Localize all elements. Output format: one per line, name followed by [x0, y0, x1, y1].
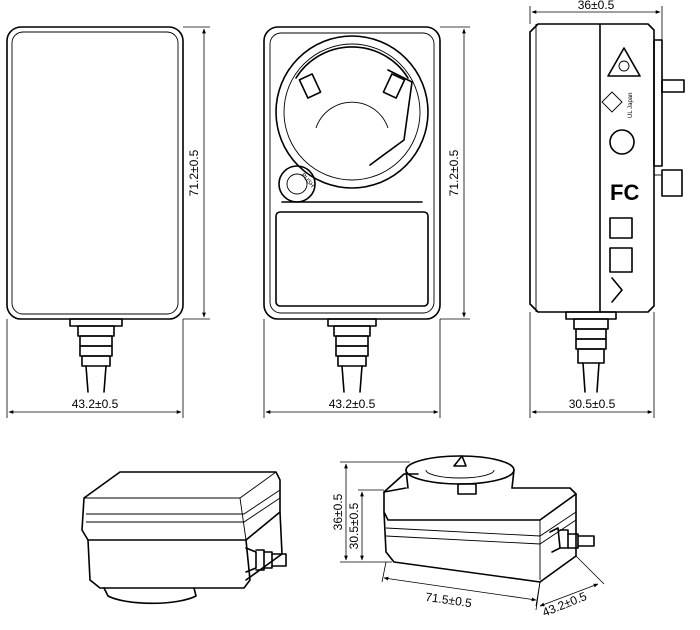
- iso-height-total-label: 36±0.5: [331, 493, 345, 530]
- isometric-view-right: [383, 455, 595, 583]
- front-width-label: 43.2±0.5: [72, 397, 119, 411]
- back-view: PUSH: [263, 26, 441, 393]
- isometric-view-left: [81, 471, 287, 605]
- iso-width-label: 43.2±0.5: [540, 589, 589, 620]
- front-view: [6, 26, 184, 393]
- ul-japan-label: UL Japan: [628, 93, 634, 118]
- front-width-dimension: 43.2±0.5: [6, 319, 184, 418]
- side-top-dimension: 36±0.5: [529, 0, 663, 40]
- back-width-label: 43.2±0.5: [329, 397, 376, 411]
- fcc-mark: FC: [610, 180, 639, 205]
- iso-height-body-dimension: 30.5±0.5: [347, 489, 384, 561]
- iso-height-body-label: 30.5±0.5: [347, 502, 361, 549]
- back-height-label: 71.2±0.5: [447, 149, 461, 196]
- side-top-label: 36±0.5: [578, 0, 615, 12]
- iso-length-dimension: 71.5±0.5: [381, 561, 541, 610]
- back-width-dimension: 43.2±0.5: [263, 319, 441, 418]
- side-view: UL Japan FC: [529, 23, 685, 393]
- side-bottom-dimension: 30.5±0.5: [529, 312, 655, 418]
- iso-length-label: 71.5±0.5: [424, 590, 472, 610]
- front-height-dimension: 71.2±0.5: [183, 26, 210, 320]
- side-bottom-label: 30.5±0.5: [569, 397, 616, 411]
- iso-width-dimension: 43.2±0.5: [535, 555, 605, 620]
- back-height-dimension: 71.2±0.5: [440, 26, 470, 320]
- iso-height-total-dimension: 36±0.5: [331, 461, 410, 563]
- front-height-label: 71.2±0.5: [187, 149, 201, 196]
